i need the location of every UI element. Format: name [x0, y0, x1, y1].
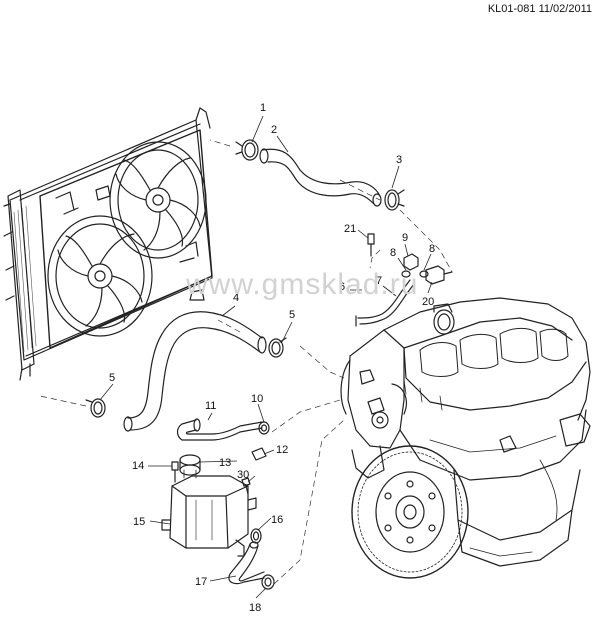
callout-14: 14	[132, 460, 144, 472]
engine-assembly	[340, 297, 591, 579]
leader-lines	[99, 115, 433, 599]
seal-8b	[419, 270, 429, 278]
clamp-16	[250, 528, 262, 544]
callout-18: 18	[249, 602, 261, 614]
callout-8b: 8	[429, 243, 435, 255]
callout-12: 12	[276, 444, 288, 456]
callout-13: 13	[219, 457, 231, 469]
coolant-pipe-6	[355, 279, 415, 327]
callout-30: 30	[237, 469, 249, 481]
callout-8a: 8	[390, 247, 396, 259]
callout-20: 20	[422, 296, 434, 308]
callout-11: 11	[205, 400, 216, 412]
bolt-21	[367, 233, 375, 257]
lower-radiator-hose	[123, 311, 267, 432]
callout-6: 6	[339, 281, 345, 293]
drawing-code-header: KL01-081 11/02/2011	[487, 3, 592, 15]
hose-clamp-3	[384, 189, 405, 211]
fitting-20	[425, 265, 453, 285]
bleeder-screw-14	[171, 461, 179, 483]
callout-10: 10	[251, 393, 263, 405]
callout-9: 9	[402, 232, 408, 244]
callout-15: 15	[133, 516, 145, 528]
surge-tank-15	[161, 475, 257, 557]
clamp-18	[261, 574, 275, 590]
upper-radiator-hose	[259, 148, 382, 207]
hose-clamp-1	[235, 139, 259, 161]
surge-tank-hose-11	[176, 418, 263, 441]
seal-8a	[401, 270, 411, 278]
hose-clamp-5a	[268, 337, 287, 358]
nut-9	[403, 253, 419, 271]
hose-clamp-5b	[85, 398, 106, 418]
callout-labels: 1 2 3 21 9 8 8 7 6 20 4 5 5 10 11 12 13 …	[109, 102, 435, 614]
callout-7: 7	[376, 275, 382, 287]
bolt-30	[241, 477, 251, 495]
callout-4: 4	[233, 292, 239, 304]
callout-21: 21	[344, 223, 356, 235]
cooling-fan-shroud	[39, 129, 213, 349]
callout-2: 2	[271, 124, 277, 136]
callout-16: 16	[271, 514, 283, 526]
callout-5b: 5	[109, 372, 115, 384]
callout-5a: 5	[289, 309, 295, 321]
radiator-assembly	[3, 107, 213, 381]
callout-17: 17	[195, 576, 207, 588]
watermark-text: www.gmsklad.ru	[186, 268, 419, 301]
callout-1: 1	[260, 102, 266, 114]
surge-tank-cap-13	[179, 454, 201, 479]
clip-12	[251, 447, 267, 461]
hose-17	[228, 541, 265, 585]
callout-3: 3	[396, 154, 402, 166]
dashed-connection-lines	[39, 139, 453, 585]
